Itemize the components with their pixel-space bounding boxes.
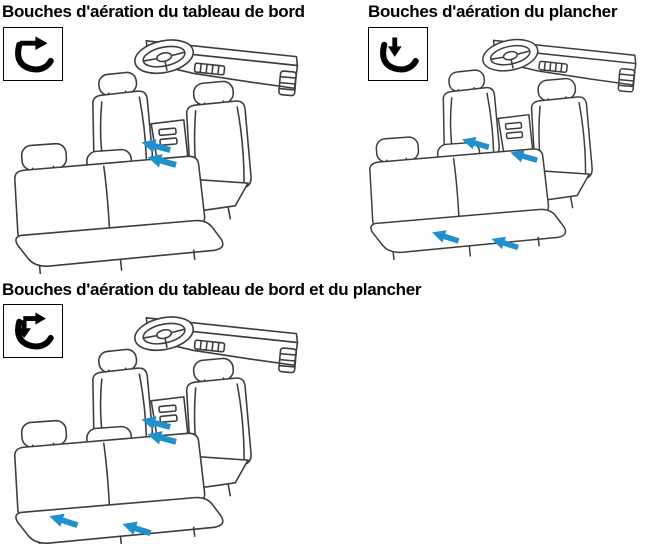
section-title-dashboard-floor: Bouches d'aération du tableau de bord et…	[2, 280, 422, 299]
floor-airflow-icon	[368, 27, 428, 81]
section-dashboard-vents: Bouches d'aération du tableau de bord	[0, 0, 345, 274]
floor-airflow-glyph	[380, 37, 419, 73]
dashboard-and-floor-airflow-glyph	[15, 312, 54, 350]
section-title-dashboard: Bouches d'aération du tableau de bord	[2, 2, 305, 21]
section-floor-vents: Bouches d'aération du plancher	[356, 0, 672, 274]
dashboard-airflow-glyph	[15, 35, 54, 73]
dashboard-and-floor-airflow-icon	[3, 304, 63, 358]
section-dashboard-and-floor-vents: Bouches d'aération du tableau de bord et…	[0, 278, 520, 544]
section-title-floor: Bouches d'aération du plancher	[368, 2, 618, 21]
dashboard-airflow-icon	[3, 27, 63, 81]
